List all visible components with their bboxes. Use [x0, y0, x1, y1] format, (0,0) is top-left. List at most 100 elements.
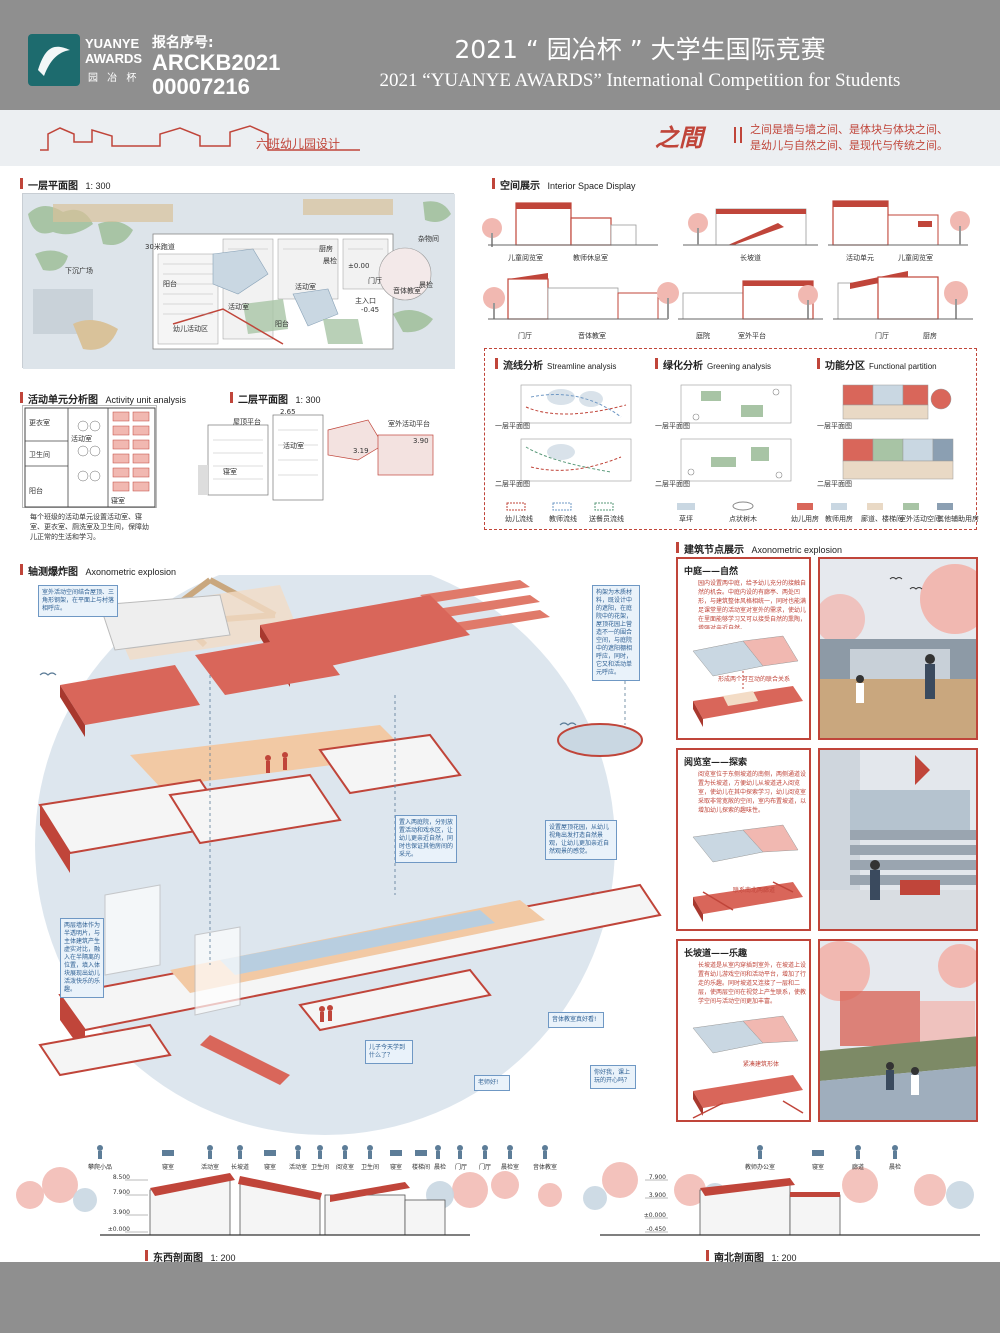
elevation-mark: ±0.000	[643, 1212, 666, 1219]
floor2-label: 3.90	[413, 437, 429, 445]
floor1-heading: 一层平面图 1: 300	[20, 177, 111, 192]
ns-section-heading: 南北剖面图 1: 200	[706, 1249, 797, 1264]
activity-unit-title-en: Activity unit analysis	[105, 395, 187, 405]
node-courtyard-diagram	[692, 635, 803, 727]
theme-band	[0, 110, 1000, 166]
section-icon-label: 寝室	[263, 1164, 276, 1171]
legend-teacher-rooms: 教师用房	[825, 515, 853, 523]
functional-floor2-label: 二层平面图	[817, 480, 852, 488]
section-icon-label: 卫生间	[310, 1164, 329, 1171]
floor1-label: 下沉广场	[65, 267, 93, 275]
section-icon-label: 教师办公室	[744, 1164, 775, 1171]
node-description: 阅览室位于东侧坡道的南侧，两侧通道设置为长坡道，方便幼儿从坡道进入阅览室，使幼儿…	[698, 771, 806, 814]
elevation-mark: -0.450	[646, 1226, 666, 1233]
interior-label: 活动单元	[846, 254, 874, 262]
ew-section-heading: 东西剖面图 1: 200	[145, 1249, 236, 1264]
axonometric-drawing: 室外活动空间结合屋顶、三角形钢架，在平面上与村落相呼应。 构架为木质材料，既设计…	[0, 575, 670, 1135]
theme-bars-icon	[734, 127, 742, 143]
floor1-label: 杂物间	[418, 235, 439, 243]
node-caption: 联系南北两廊道	[733, 887, 776, 894]
node-ramp-render	[818, 939, 978, 1122]
axon-note-8: 老师好!	[474, 1075, 510, 1091]
interior-title-en: Interior Space Display	[547, 181, 636, 191]
elevation-mark: 3.900	[648, 1192, 666, 1199]
interior-label: 长坡道	[740, 254, 761, 262]
greening-floor1-label: 一层平面图	[655, 422, 690, 430]
floor1-label: 30米跑道	[145, 243, 175, 251]
floor2-label: 室外活动平台	[388, 420, 430, 428]
ns-section-scale: 1: 200	[771, 1253, 797, 1263]
node-title: 阅览室——探索	[684, 758, 748, 768]
streamline-floor2-label: 二层平面图	[495, 480, 530, 488]
registration-number-2: 00007216	[152, 74, 250, 99]
registration-number-1: ARCKB2021	[152, 50, 281, 75]
section-icon-label: 晨检室	[500, 1164, 519, 1171]
unit-label: 活动室	[71, 435, 92, 443]
section-icon-label: 卫生间	[360, 1164, 379, 1171]
header-bar: YUANYE AWARDS 园 冶 杯 报名序号: ARCKB2021 0000…	[0, 0, 1000, 110]
ew-section-scale: 1: 200	[210, 1253, 236, 1263]
interior-label: 庭院	[696, 332, 710, 340]
unit-label: 寝室	[111, 497, 125, 505]
floor1-title: 一层平面图	[28, 181, 78, 192]
axon-note-1: 室外活动空间结合屋顶、三角形钢架，在平面上与村落相呼应。	[38, 585, 118, 617]
section-icon-label: 门厅	[454, 1164, 467, 1171]
activity-unit-note: 每个班级的活动单元设置活动室、寝室、更衣室、厕洗室及卫生间，保障幼儿正常的生活和…	[30, 513, 149, 541]
legend-auxiliary: 其他辅助用房	[937, 515, 979, 523]
logo-text-yuanye: YUANYE	[85, 36, 140, 51]
interior-sections: 儿童阅览室 教师休息室 长坡道 活动单元 儿童阅览室 门厅 音体教室 庭院 室外…	[478, 193, 978, 343]
sections-drawing	[16, 1145, 980, 1236]
axon-title-en: Axonometric explosion	[85, 567, 177, 577]
competition-title-cn: 2021 “ 园冶杯 ” 大学生国际竞赛	[454, 35, 826, 64]
interior-label: 室外平台	[738, 332, 766, 340]
floor1-label: 音体教室	[393, 287, 421, 295]
interior-label: 儿童阅览室	[508, 254, 543, 262]
competition-title-en: 2021 “YUANYE AWARDS” International Compe…	[379, 70, 901, 91]
logo-mark-icon	[28, 34, 80, 86]
nodes-heading: 建筑节点展示 Axonometric explosion	[676, 541, 842, 556]
floor2-scale: 1: 300	[295, 395, 321, 405]
interior-label: 儿童阅览室	[898, 254, 933, 262]
axon-note-4: 设置屋顶花园，从幼儿视角出发打造自然景观，让幼儿更加亲近自然观景的感觉。	[545, 820, 617, 860]
floor2-label: 活动室	[283, 442, 304, 450]
node-reading-diagram	[692, 824, 803, 922]
node-caption: 形成两个可互动的联合关系	[718, 676, 791, 683]
section-icon-label: 阅览室	[335, 1164, 354, 1171]
theme-motto-1: 之间是墙与墙之间、是体块与体块之间、	[750, 123, 948, 136]
floor1-label: 晨检	[419, 281, 433, 289]
axon-note-3: 置入两庭院，分别放置活动和戏水区，让幼儿更亲近自然，同时也保证其他房间的采光。	[395, 815, 457, 863]
section-icon-label: 楼梯间	[411, 1164, 430, 1171]
floor2-plan-drawing	[198, 414, 434, 501]
node-reading-panel: 阅览室——探索 阅览室位于东侧坡道的南侧，两侧通道设置为长坡道，方便幼儿从坡道进…	[676, 748, 811, 931]
floor1-label: ±0.00	[348, 262, 370, 270]
analysis-legend-swatches	[506, 501, 953, 511]
courtyard-render-scene	[820, 559, 976, 738]
project-subtitle: 六班幼儿园设计	[256, 137, 341, 151]
floor2-plan: 2.65 屋顶平台 活动室 3.90 3.19 室外活动平台 寝室	[198, 405, 448, 505]
streamline-floor1-label: 一层平面图	[495, 422, 530, 430]
functional-floor1-label: 一层平面图	[817, 422, 852, 430]
axon-note-2: 构架为木质材料，既设计中的遮阳，在庭院中的花架，屋顶花园上营造不一的围合空间，与…	[592, 585, 640, 681]
skyline-outline-icon	[40, 125, 360, 151]
greening-title: 绿化分析	[663, 361, 703, 372]
greening-floor2-label: 二层平面图	[655, 480, 690, 488]
floor1-label: 厨房	[319, 245, 333, 253]
node-title: 长坡道——乐趣	[684, 949, 748, 959]
legend-teacher-flow: 教师流线	[549, 515, 577, 523]
streamline-diagram	[520, 384, 632, 482]
interior-heading: 空间展示 Interior Space Display	[492, 177, 636, 192]
ns-section-title: 南北剖面图	[714, 1253, 764, 1264]
legend-corridor: 廊道、楼梯间	[861, 515, 903, 523]
section-icon-label: 寝室	[811, 1164, 824, 1171]
nodes-title: 建筑节点展示	[684, 545, 744, 556]
ramp-render-scene	[820, 941, 976, 1120]
floor2-label: 3.19	[353, 447, 369, 455]
floor1-label: 门厅	[368, 277, 382, 285]
legend-child-rooms: 幼儿用房	[791, 515, 819, 523]
elevation-mark: 3.900	[112, 1209, 130, 1216]
functional-title-en: Functional partition	[869, 362, 937, 371]
unit-label: 阳台	[29, 487, 43, 495]
floor2-label: 寝室	[223, 468, 237, 476]
section-icon-label: 活动室	[200, 1164, 219, 1171]
